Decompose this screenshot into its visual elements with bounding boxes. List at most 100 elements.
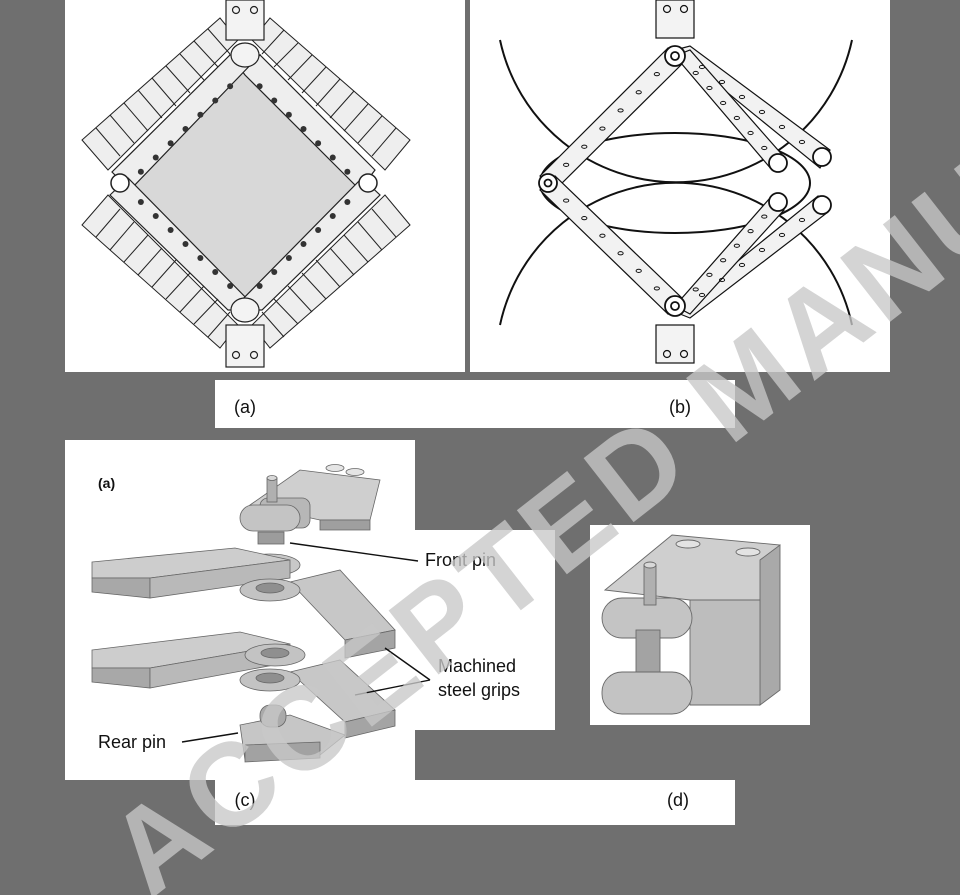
bolt-hole — [137, 199, 144, 205]
leader-lines — [181, 542, 431, 743]
linkage-hole — [747, 130, 754, 136]
bolt-hole — [271, 269, 278, 275]
panel-c-inner-label: (a) — [98, 475, 115, 491]
pins-b — [538, 45, 832, 317]
label-machined: Machined — [438, 656, 516, 676]
bolt-hole — [182, 241, 189, 247]
linkage-hole — [733, 115, 740, 121]
panel-a — [65, 0, 465, 372]
arc-lower — [499, 181, 853, 326]
arm-bolt-holes — [137, 83, 351, 289]
linkage-hole — [635, 268, 642, 273]
linkage-hole — [563, 162, 570, 167]
linkage-hole — [698, 292, 706, 298]
linkage-hole — [718, 277, 726, 283]
grip-pair-lower — [91, 631, 396, 739]
clevis-bottom — [225, 297, 265, 368]
label-front-pin: Front pin — [425, 550, 496, 570]
hinge-pin-right — [358, 173, 378, 193]
panel-b — [470, 0, 890, 372]
linkage-hole — [733, 243, 740, 248]
linkage-hole — [798, 139, 806, 145]
bolt-hole — [285, 255, 292, 261]
caption-a: (a) — [234, 397, 256, 417]
bolt-hole — [197, 111, 204, 118]
label-rear-pin: Rear pin — [98, 732, 166, 752]
linkage-hole — [692, 287, 699, 292]
linkage-hole — [747, 229, 754, 234]
bolt-hole — [212, 269, 219, 275]
bolt-hole — [344, 199, 351, 205]
bolt-hole — [315, 227, 322, 233]
caption-strip-bottom — [215, 780, 735, 825]
caption-strip-top — [215, 380, 735, 428]
grip-pair-upper — [91, 547, 396, 659]
bolt-hole — [300, 126, 307, 132]
bolt-hole — [329, 213, 336, 219]
clevis-lower-3d — [239, 704, 346, 763]
clevis-b-top — [655, 0, 695, 39]
linkage-hole — [692, 70, 699, 76]
hinge-pin-left — [110, 173, 130, 193]
linkage-hole — [758, 247, 766, 253]
bolt-hole — [227, 83, 234, 90]
bolt-hole — [167, 140, 174, 147]
linkage-hole — [706, 272, 713, 277]
label-steel-grips: steel grips — [438, 680, 520, 700]
linkage-hole — [581, 216, 588, 221]
caption-d: (d) — [667, 790, 689, 810]
bolt-hole — [227, 283, 234, 289]
bolt-hole — [344, 168, 351, 175]
comb-top-right — [251, 17, 411, 171]
linkage-holes — [563, 64, 806, 298]
linkage-hole — [635, 90, 642, 95]
bolt-hole — [300, 241, 307, 247]
linkage-hole — [653, 72, 660, 77]
linkage-hole — [720, 258, 727, 263]
bolt-hole — [315, 140, 322, 147]
linkage-hole — [738, 262, 746, 268]
linkage-hole — [698, 64, 706, 70]
linkage-hole — [617, 251, 624, 256]
bolt-hole — [182, 126, 189, 132]
linkage-hole — [758, 109, 766, 115]
bolt-hole — [197, 255, 204, 261]
clevis-b-bottom — [655, 324, 695, 364]
linkage-hole — [738, 94, 746, 100]
bolt-hole — [285, 111, 292, 118]
bolt-hole — [256, 83, 263, 90]
linkage-hole — [599, 233, 606, 238]
linkage-hole — [718, 79, 726, 85]
caption-c: (c) — [235, 790, 256, 810]
panel-c: (a) — [65, 440, 555, 780]
linkage-hole — [778, 232, 786, 238]
bolt-hole — [137, 168, 144, 175]
caption-b: (b) — [669, 397, 691, 417]
assembled-clevis — [601, 534, 781, 715]
bolt-hole — [167, 227, 174, 233]
bolt-hole — [152, 154, 159, 161]
bolt-hole — [271, 97, 278, 104]
bolt-hole — [152, 213, 159, 219]
bolt-hole — [329, 154, 336, 161]
linkage-hole — [720, 100, 727, 106]
linkage-hole — [761, 214, 768, 219]
linkage-hole — [798, 217, 806, 223]
bolt-hole — [212, 97, 219, 104]
panel-a-drawing — [81, 0, 411, 368]
panel-c-label-area — [415, 530, 555, 730]
linkage-hole — [653, 286, 660, 291]
panel-b-drawing — [499, 0, 853, 364]
linkage-hole — [563, 198, 570, 203]
clevis-top — [225, 0, 265, 68]
linkage-hole — [617, 108, 624, 113]
linkage-hole — [581, 144, 588, 149]
linkage-rotated — [673, 45, 831, 319]
linkage-hole — [706, 85, 713, 91]
linkage-hole — [778, 124, 786, 130]
panel-d — [590, 525, 810, 725]
linkage-hole — [599, 126, 606, 131]
clevis-upper-3d — [239, 464, 381, 532]
linkage-hole — [761, 145, 768, 151]
